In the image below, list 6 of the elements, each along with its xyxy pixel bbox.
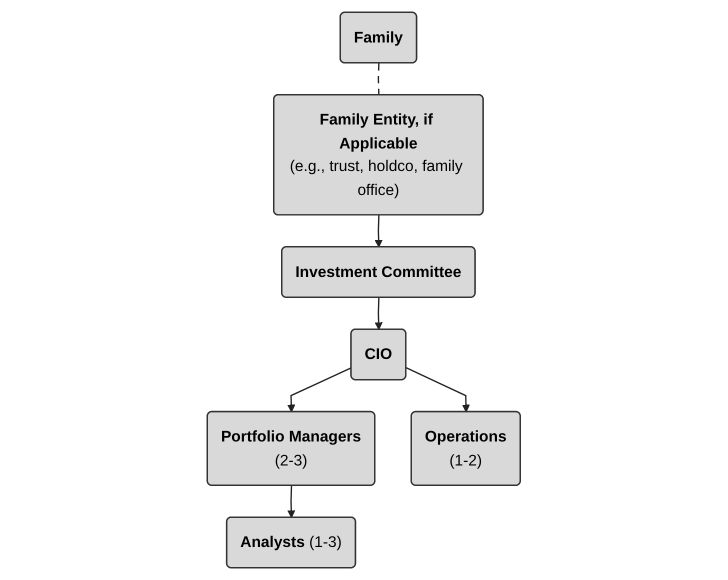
arrow <box>374 298 383 330</box>
connector <box>378 63 380 96</box>
arrow <box>288 367 352 412</box>
arrow <box>288 486 296 518</box>
arrow <box>374 215 383 248</box>
arrow <box>406 367 470 412</box>
